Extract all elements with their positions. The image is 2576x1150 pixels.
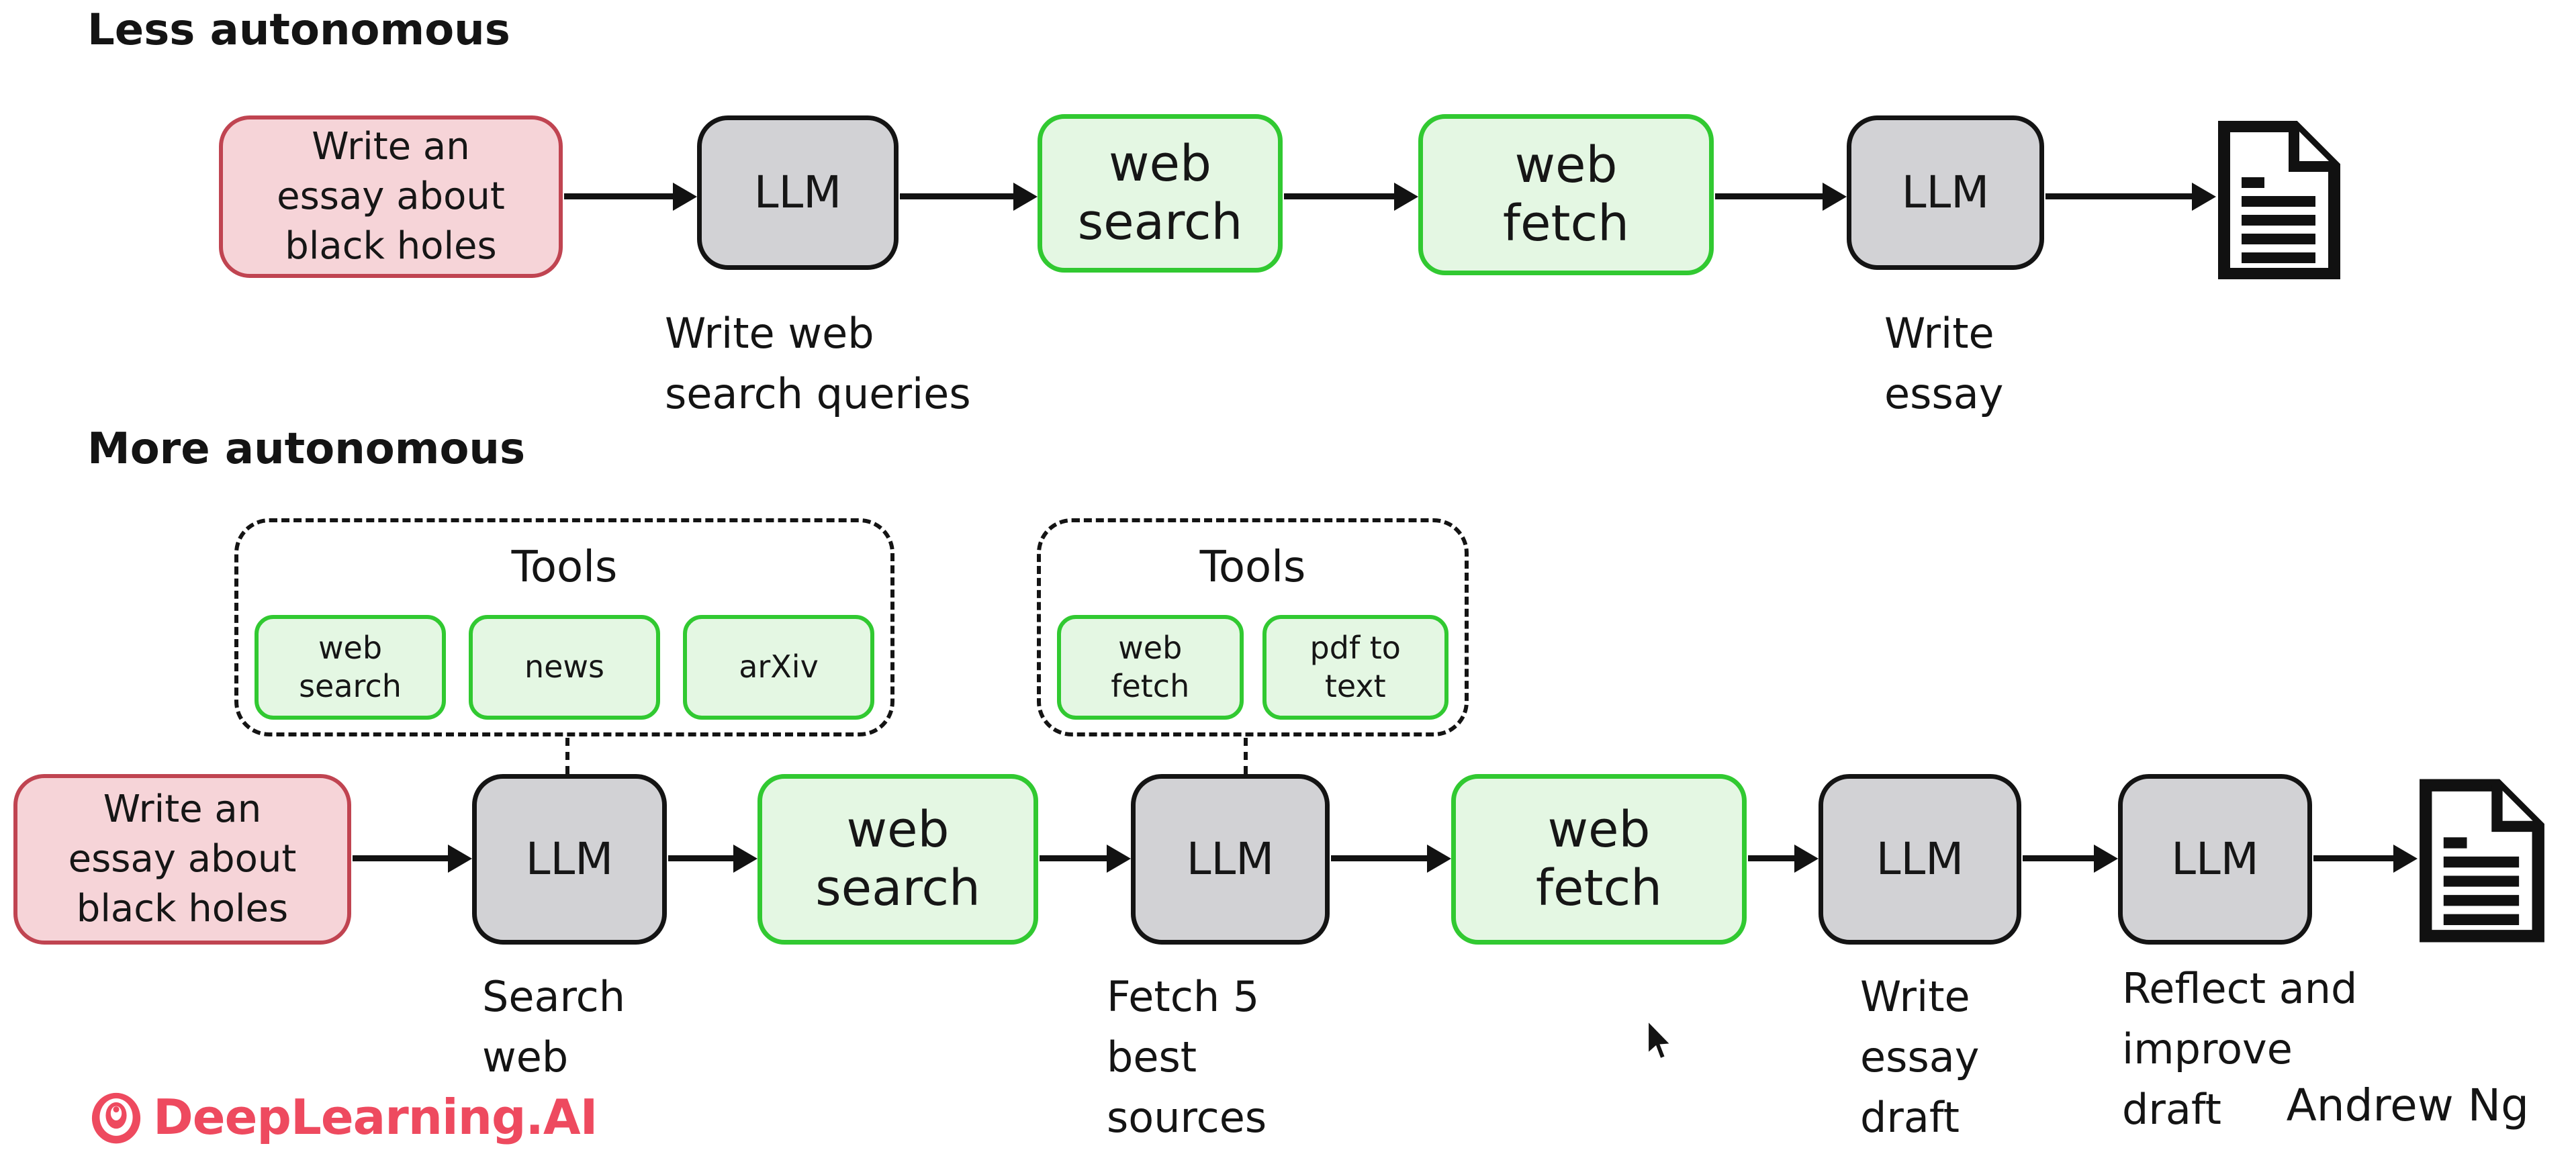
tool-chip-arxiv: arXiv: [683, 615, 874, 720]
tool-chip-web-fetch: web fetch: [1057, 615, 1244, 720]
arrow: [668, 855, 733, 861]
tools-group-label: Tools: [1199, 542, 1306, 592]
tools-group: Tools web fetch pdf to text: [1037, 518, 1469, 736]
tool-chip-news: news: [469, 615, 660, 720]
deeplearning-logo: DeepLearning.AI: [89, 1089, 598, 1145]
llm-node: LLM: [1847, 115, 2044, 270]
llm-caption: Fetch 5 best sources: [1107, 972, 1267, 1142]
section-title-less-autonomous: Less autonomous: [87, 5, 510, 55]
deeplearning-logo-icon: [89, 1089, 144, 1145]
llm-node: LLM: [1819, 774, 2021, 945]
tools-items: web search news arXiv: [255, 615, 874, 720]
arrow: [353, 855, 448, 861]
mouse-cursor-icon: [1644, 1018, 1675, 1065]
tools-items: web fetch pdf to text: [1057, 615, 1448, 720]
tools-connector: [1244, 738, 1248, 774]
deeplearning-logo-text: DeepLearning.AI: [153, 1089, 598, 1145]
llm-caption: Write essay: [1884, 309, 2004, 418]
llm-caption: Search web: [482, 972, 626, 1082]
tools-group-label: Tools: [511, 542, 618, 592]
llm-node: LLM: [1131, 774, 1330, 945]
tool-chip-web-search: web search: [255, 615, 446, 720]
arrow: [1748, 855, 1794, 861]
llm-node: LLM: [697, 115, 899, 270]
prompt-node: Write an essay about black holes: [13, 774, 351, 945]
arrow: [2313, 855, 2393, 861]
prompt-node: Write an essay about black holes: [219, 115, 563, 278]
web-search-node: web search: [757, 774, 1038, 945]
author-credit: Andrew Ng: [2286, 1080, 2529, 1131]
llm-caption: Write web search queries: [665, 309, 971, 418]
tools-connector: [565, 738, 569, 774]
arrow: [1040, 855, 1107, 861]
document-icon: [2216, 120, 2342, 282]
section-title-more-autonomous: More autonomous: [87, 424, 526, 474]
arrow: [2023, 855, 2094, 861]
arrow: [2045, 193, 2192, 199]
llm-node: LLM: [472, 774, 667, 945]
arrow: [1284, 193, 1394, 199]
arrow: [1331, 855, 1427, 861]
web-fetch-node: web fetch: [1451, 774, 1747, 945]
tool-chip-pdf-to-text: pdf to text: [1262, 615, 1448, 720]
arrow: [1715, 193, 1823, 199]
document-icon: [2418, 779, 2546, 945]
arrow: [900, 193, 1013, 199]
llm-caption: Reflect and improve draft: [2122, 964, 2358, 1134]
llm-caption: Write essay draft: [1860, 972, 1980, 1142]
arrow: [564, 193, 673, 199]
web-search-node: web search: [1038, 114, 1283, 273]
tools-group: Tools web search news arXiv: [234, 518, 894, 736]
llm-node: LLM: [2118, 774, 2312, 945]
web-fetch-node: web fetch: [1418, 114, 1714, 275]
